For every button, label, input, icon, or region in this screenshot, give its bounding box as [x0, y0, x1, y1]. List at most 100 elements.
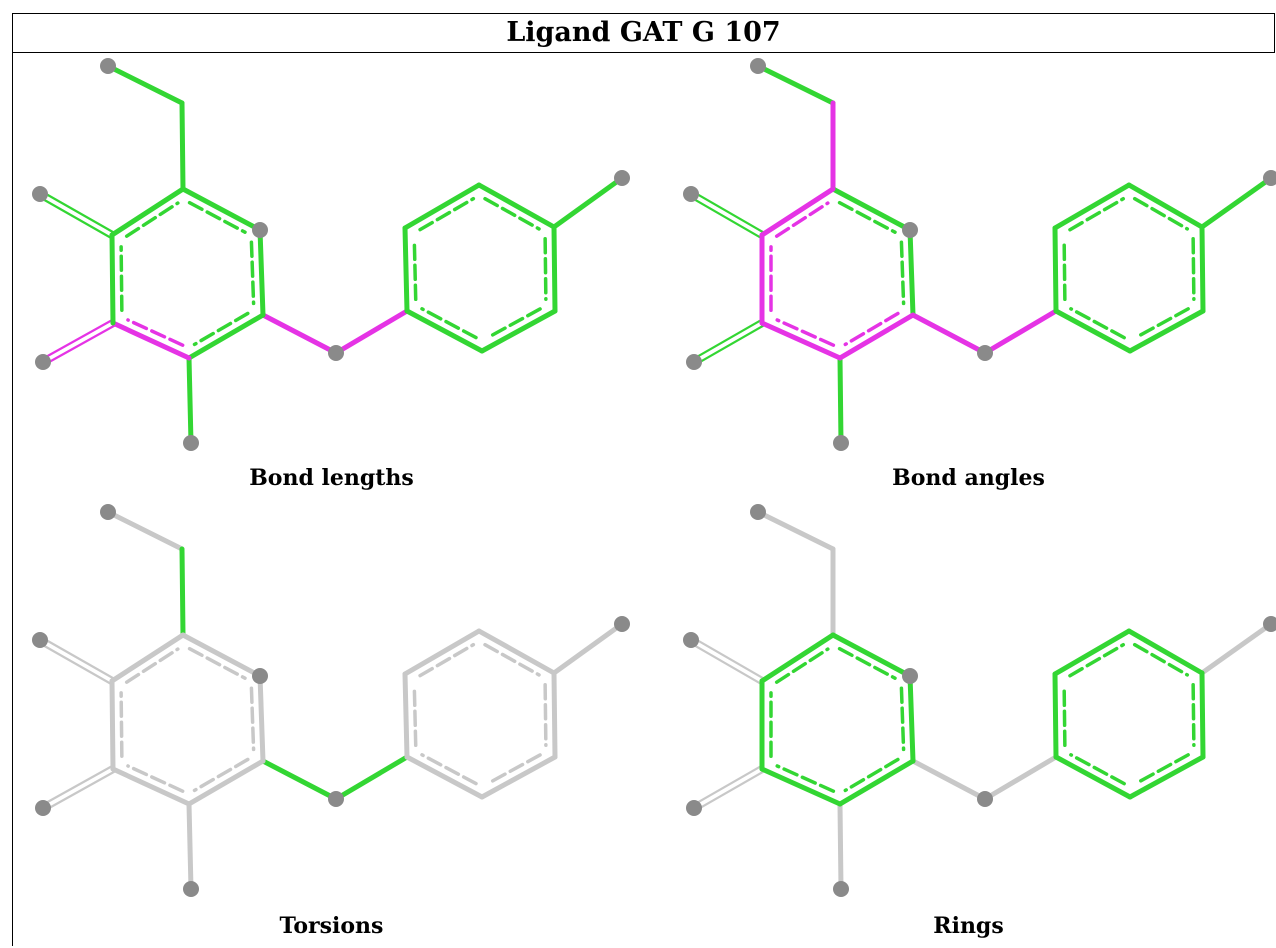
ring-bond-a8-a9-inner [192, 311, 250, 347]
ring-bond-a6-a8 [907, 227, 916, 318]
bond-a12-b1 [982, 754, 1059, 802]
ring-bond-a3-a6 [180, 632, 263, 679]
ring-bond-b4-b5 [1199, 670, 1206, 760]
ring-bond-a9-a7 [759, 320, 843, 361]
ring-bond-b5-b6 [479, 308, 558, 354]
caption-bond-lengths: Bond lengths [249, 465, 414, 491]
bond-a8-a12 [260, 312, 339, 356]
ring-bond-b2-b3 [402, 628, 482, 677]
bond-a4-a5 [37, 641, 112, 685]
bond-a7-a10-b [694, 770, 765, 812]
bond-a1-a2 [105, 509, 185, 552]
atom-a10 [686, 354, 702, 370]
atom-a1 [750, 504, 766, 520]
atom-a1 [750, 58, 766, 74]
ring-bond-b2-b3-inner [418, 642, 476, 678]
bond-a7-a10 [40, 765, 113, 807]
atom-a11 [183, 435, 199, 451]
atom-a11 [183, 881, 199, 897]
ring-bond-b3-b4-inner [1132, 642, 1190, 677]
ring-bond-b5-b6-inner [485, 307, 542, 340]
ring-bond-a9-a7 [759, 766, 843, 807]
panel-bond-angles: Bond angles [650, 53, 1276, 500]
ring-bond-b4-b5 [1199, 224, 1206, 314]
bond-b4-b7 [551, 621, 625, 676]
panel-rings: Rings [650, 499, 1276, 946]
bond-b4-b7 [1199, 175, 1274, 230]
ring-bond-b3-b4-inner [483, 196, 541, 231]
ring-bond-a7-a5 [109, 678, 116, 772]
ring-bond-a3-a6-inner [837, 200, 897, 234]
atom-a4 [683, 186, 699, 202]
ring-bond-b5-b6 [1127, 754, 1206, 800]
bond-b4-b7 [551, 175, 625, 230]
bond-a12-b1 [333, 754, 410, 802]
ring-bond-b1-b2 [402, 225, 410, 314]
ring-bond-b4-b5 [551, 224, 558, 314]
ring-bond-b2-b3-inner [1068, 643, 1125, 678]
ring-bond-a8-a9 [837, 312, 916, 361]
ring-bond-a7-a5-inner [119, 245, 124, 312]
ring-bond-b4-b5-inner [543, 682, 548, 747]
atom-b7 [1263, 170, 1276, 186]
ring-bond-b1-b2 [1052, 671, 1059, 760]
ring-bond-a3-a6-inner [187, 646, 247, 680]
ring-bond-a5-a3-inner [124, 201, 180, 238]
atom-a11 [833, 881, 849, 897]
ring-bond-b1-b2-inner [1062, 683, 1067, 748]
ring-bond-b1-b2-inner [412, 683, 418, 748]
ring-bond-b6-b1-inner [420, 307, 478, 340]
panel-torsions: Torsions [13, 499, 650, 946]
ring-bond-b5-b6 [479, 754, 558, 800]
ring-bond-b2-b3 [402, 182, 482, 231]
bond-a8-a12 [260, 758, 339, 802]
bond-a7-a10-b [694, 324, 765, 366]
ring-bond-b6-b1 [404, 308, 485, 354]
figure-title: Ligand GAT G 107 [13, 14, 1274, 53]
ring-bond-a6-a8-inner [899, 240, 906, 306]
ring-bond-a3-a6-inner [187, 200, 247, 234]
atom-a11 [833, 435, 849, 451]
ring-bond-b5-b6-inner [485, 753, 542, 786]
bond-a1-a2 [105, 63, 185, 106]
ring-bond-a3-a6 [830, 186, 913, 233]
ring-bond-a6-a8-inner [899, 686, 906, 752]
ring-bond-a5-a3 [109, 186, 186, 238]
ring-bond-b3-b4-inner [1132, 196, 1190, 231]
ring-bond-a9-a7-inner [775, 764, 836, 793]
bond-a12-b1 [982, 308, 1059, 356]
ring-bond-a5-a3-inner [124, 647, 180, 684]
ring-bond-b2-b3-inner [1068, 197, 1125, 232]
ring-bond-a6-a8 [257, 673, 266, 764]
bond-a7-a10-b [43, 770, 116, 812]
atom-b7 [614, 170, 630, 186]
ring-bond-a7-a5 [109, 232, 116, 326]
ring-bond-b1-b2-inner [1062, 237, 1067, 302]
atom-a1 [100, 58, 116, 74]
figure-frame: Ligand GAT G 107 Bond lengths Bond angle… [12, 13, 1276, 946]
atom-a10 [686, 800, 702, 816]
ring-bond-a3-a6-inner [837, 646, 897, 680]
ring-bond-b3-b4-inner [483, 642, 541, 677]
ring-bond-a5-a3-inner [774, 201, 830, 238]
atom-a12 [328, 345, 344, 361]
ring-bond-b5-b6 [1127, 308, 1206, 354]
atom-a12 [328, 791, 344, 807]
bond-a7-a10 [40, 319, 113, 361]
ring-bond-a7-a5-inner [119, 691, 124, 758]
atom-a4 [32, 632, 48, 648]
ring-bond-b1-b2 [1052, 225, 1059, 314]
bond-a12-b1 [333, 308, 410, 356]
ring-bond-a6-a8 [907, 673, 916, 764]
molecule-torsions [32, 504, 630, 897]
bond-a4-a5 [688, 195, 762, 239]
molecule-bond-angles [683, 58, 1276, 451]
ring-bond-b2-b3 [1052, 628, 1132, 677]
atom-a10 [35, 800, 51, 816]
ring-bond-a9-a7-inner [126, 318, 185, 347]
bond-a7-a10 [691, 765, 762, 807]
caption-rings: Rings [933, 913, 1004, 939]
ring-bond-b5-b6-inner [1133, 307, 1190, 340]
bond-a4-a5-b [691, 636, 765, 680]
atom-a6 [252, 668, 268, 684]
